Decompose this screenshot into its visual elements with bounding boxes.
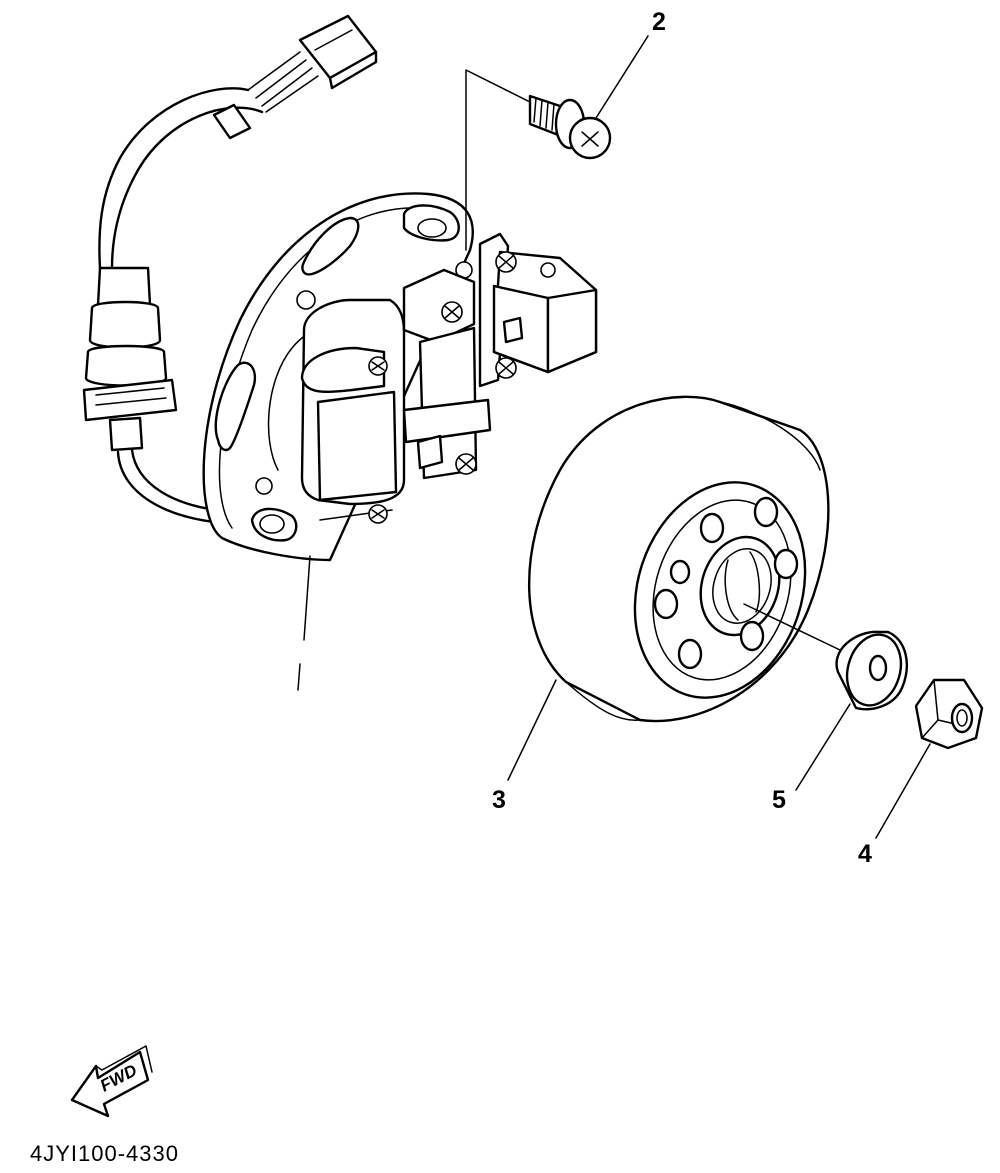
washer-part <box>835 630 909 711</box>
screw-part <box>528 94 612 160</box>
callout-2-leader <box>507 679 557 781</box>
callout-3-leader <box>595 35 649 119</box>
stator-leader-line <box>303 555 311 641</box>
pickup-coil <box>478 232 598 388</box>
stator-assembly <box>82 14 598 691</box>
charging-coil <box>300 298 406 524</box>
callout-4: 4 <box>858 840 872 868</box>
nut-part <box>914 678 984 750</box>
connector-coupler <box>298 14 378 90</box>
wire-grommet <box>82 266 178 452</box>
flywheel-rotor <box>528 395 830 723</box>
fwd-arrow-icon: FWD <box>70 1045 153 1118</box>
source-coil <box>402 268 492 480</box>
callout-5: 5 <box>772 786 786 814</box>
callout-4-leader <box>875 743 931 839</box>
crank-axis-line <box>743 603 841 651</box>
wire-harness <box>82 14 378 526</box>
callout-3: 2 <box>652 8 666 36</box>
screw-leader-line <box>465 69 535 251</box>
callout-5-leader <box>795 703 851 791</box>
drawing-code: 4JYI100-4330 <box>30 1141 179 1166</box>
callout-2: 3 <box>492 786 506 814</box>
